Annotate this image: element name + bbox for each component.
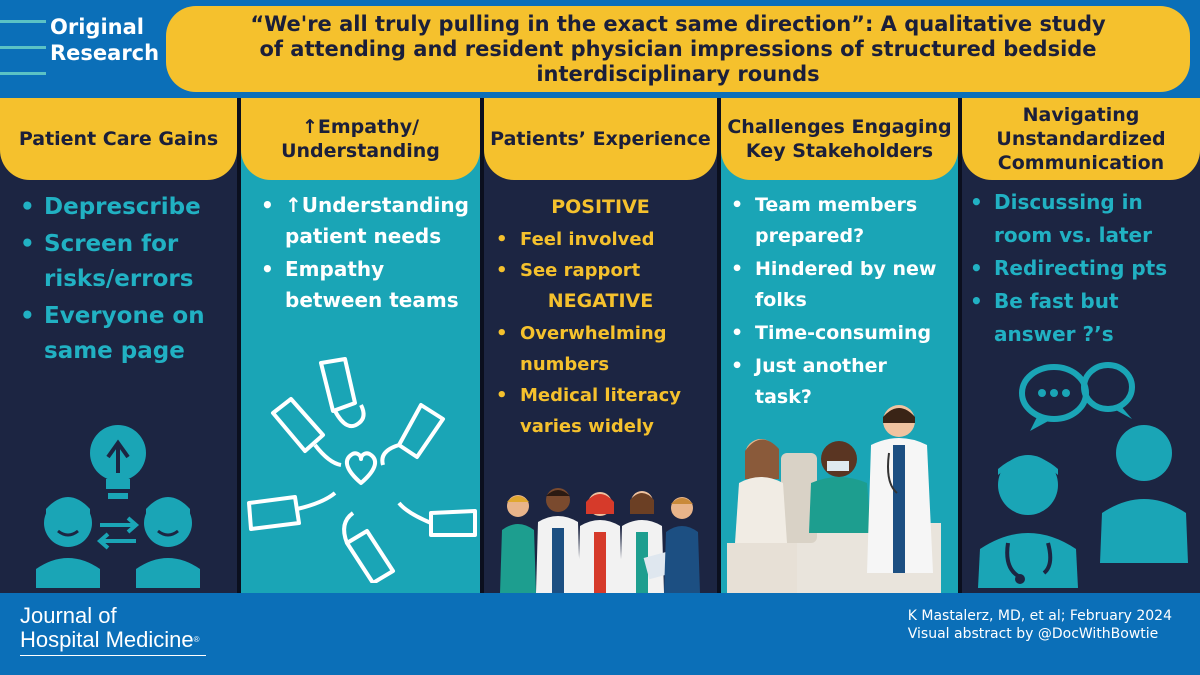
panel-heading: Challenges Engaging Key Stakeholders <box>721 98 958 180</box>
credits: K Mastalerz, MD, et al; February 2024 Vi… <box>908 607 1172 643</box>
list-item: Medical literacy varies widely <box>496 380 709 442</box>
panel-patients-experience: Patients’ Experience POSITIVE Feel invol… <box>484 98 717 593</box>
positive-list: Feel involved See rapport <box>484 224 717 286</box>
article-title: “We're all truly pulling in the exact sa… <box>250 11 1106 86</box>
list-item: Just another task? <box>731 351 950 413</box>
negative-list: Overwhelming numbers Medical literacy va… <box>484 318 717 442</box>
footer: Journal of Hospital Medicine® K Mastaler… <box>0 593 1200 675</box>
journal-logo-underline <box>20 655 206 656</box>
list-item: Overwhelming numbers <box>496 318 709 380</box>
panel-heading: ↑Empathy/ Understanding <box>241 98 480 180</box>
hands-circle-heart-icon <box>247 357 477 583</box>
bedside-rounds-scene-icon <box>727 405 941 593</box>
panel-patient-care-gains: Patient Care Gains Deprescribe Screen fo… <box>0 98 237 593</box>
decorative-line <box>0 72 46 75</box>
panel-heading: Patient Care Gains <box>0 98 237 180</box>
panel-list: Discussing in room vs. later Redirecting… <box>962 186 1200 351</box>
panel-divider <box>717 98 721 593</box>
doctor-patient-speech-bubbles-icon <box>978 362 1188 588</box>
list-item: Be fast but answer ?’s <box>970 285 1192 351</box>
panel-challenges-stakeholders: Challenges Engaging Key Stakeholders Tea… <box>721 98 958 593</box>
journal-logo-line1: Journal of <box>20 603 117 628</box>
panel-list: Deprescribe Screen for risks/errors Ever… <box>0 190 237 371</box>
decorative-line <box>0 46 46 49</box>
list-item: Empathy between teams <box>261 254 472 316</box>
list-item: Redirecting pts <box>970 252 1192 285</box>
citation-text: K Mastalerz, MD, et al; February 2024 <box>907 608 1172 624</box>
title-banner: “We're all truly pulling in the exact sa… <box>166 6 1190 92</box>
visual-abstract-credit: Visual abstract by @DocWithBowtie <box>907 626 1159 642</box>
list-item: See rapport <box>496 255 709 286</box>
trademark-mark: ® <box>193 635 200 644</box>
journal-logo-line2: Hospital Medicine® <box>20 627 200 653</box>
panel-heading: Patients’ Experience <box>484 98 717 180</box>
panel-divider <box>958 98 962 593</box>
negative-label: NEGATIVE <box>547 290 654 312</box>
panel-empathy-understanding: ↑Empathy/ Understanding ↑Understanding p… <box>241 98 480 593</box>
list-item: Deprescribe <box>20 190 229 225</box>
theme-panels: Patient Care Gains Deprescribe Screen fo… <box>0 98 1200 593</box>
list-item: Feel involved <box>496 224 709 255</box>
positive-label: POSITIVE <box>551 196 650 218</box>
panel-unstandardized-communication: Navigating Unstandardized Communication … <box>962 98 1200 593</box>
header: Original Research “We're all truly pulli… <box>0 0 1200 100</box>
list-item: ↑Understanding patient needs <box>261 190 472 252</box>
panel-list: ↑Understanding patient needs Empathy bet… <box>241 190 480 318</box>
list-item: Time-consuming <box>731 318 950 349</box>
panel-list: Team members prepared? Hindered by new f… <box>721 190 958 415</box>
journal-name: Hospital Medicine <box>20 627 194 652</box>
article-type-label: Original Research <box>50 15 160 65</box>
panel-heading: Navigating Unstandardized Communication <box>962 98 1200 180</box>
panel-divider <box>480 98 484 593</box>
list-item: Team members prepared? <box>731 190 950 252</box>
list-item: Screen for risks/errors <box>20 227 229 297</box>
list-item: Hindered by new folks <box>731 254 950 316</box>
decorative-line <box>0 20 46 23</box>
list-item: Discussing in room vs. later <box>970 186 1192 252</box>
panel-divider <box>237 98 241 593</box>
lightbulb-two-people-exchange-icon <box>36 425 200 588</box>
list-item: Everyone on same page <box>20 299 229 369</box>
healthcare-team-group-icon <box>500 488 700 593</box>
